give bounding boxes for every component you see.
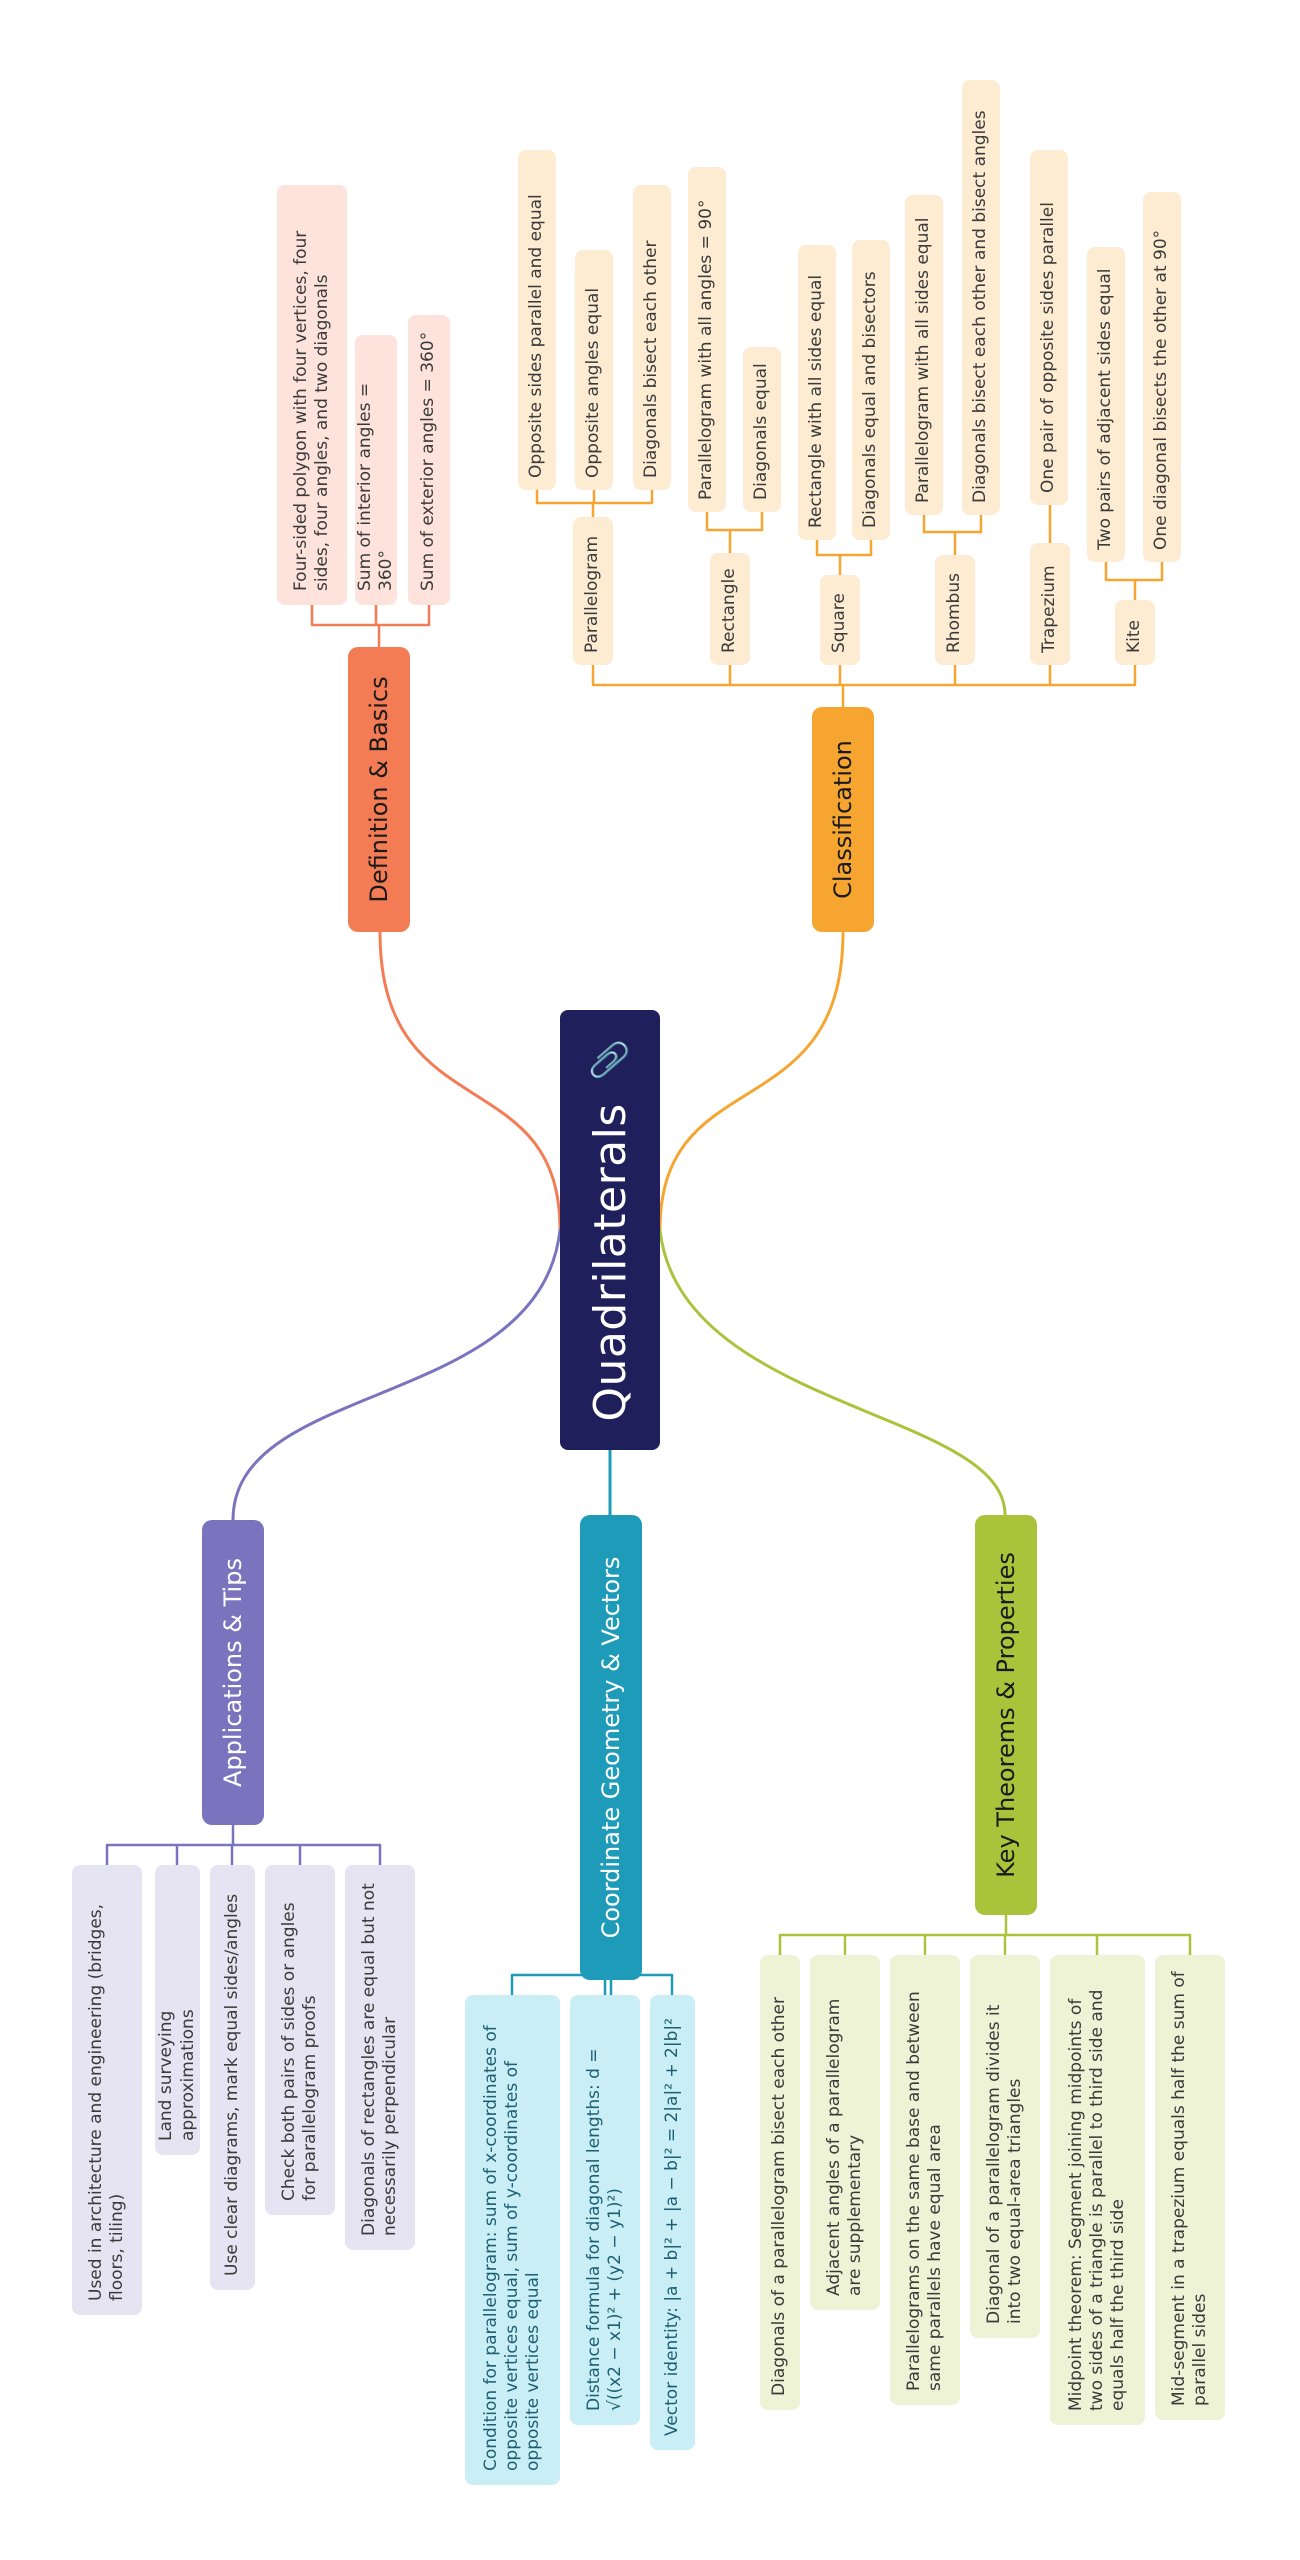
branch-applications[interactable]: Applications & Tips <box>202 1520 264 1825</box>
paperclip-icon: 📎 <box>590 1038 630 1082</box>
theorem-item[interactable]: Adjacent angles of a parallelogram are s… <box>810 1955 880 2310</box>
connector-theorems <box>658 1228 1007 1517</box>
connector-applications <box>231 1228 562 1522</box>
branch-definition[interactable]: Definition & Basics <box>348 647 410 932</box>
theorem-item[interactable]: Midpoint theorem: Segment joining midpoi… <box>1050 1955 1145 2425</box>
application-item[interactable]: Used in architecture and engineering (br… <box>72 1865 142 2315</box>
root-node[interactable]: Quadrilaterals 📎 <box>560 1010 660 1450</box>
tree-theorems <box>778 1913 1192 1957</box>
connector-classification <box>658 930 845 1232</box>
type-property[interactable]: Diagonals bisect each other <box>633 185 671 490</box>
type-square[interactable]: Square <box>820 575 860 665</box>
branch-coordinate-label: Coordinate Geometry & Vectors <box>597 1556 625 1939</box>
branch-classification-label: Classification <box>829 740 857 899</box>
type-kite[interactable]: Kite <box>1115 600 1155 665</box>
branch-theorems-label: Key Theorems & Properties <box>992 1552 1020 1878</box>
type-property[interactable]: Diagonals bisect each other and bisect a… <box>962 80 1000 515</box>
tree-classification <box>591 663 1137 709</box>
tree-rhombus <box>922 513 983 557</box>
tree-parallelogram <box>535 488 654 519</box>
type-property[interactable]: Diagonals equal and bisectors <box>852 240 890 540</box>
tree-applications <box>105 1823 382 1867</box>
type-property[interactable]: Opposite angles equal <box>575 250 613 490</box>
tree-rectangle <box>705 510 764 555</box>
theorem-item[interactable]: Diagonals of a parallelogram bisect each… <box>760 1955 800 2410</box>
root-title: Quadrilaterals <box>584 1103 636 1422</box>
connector-definition <box>378 930 562 1232</box>
branch-theorems[interactable]: Key Theorems & Properties <box>975 1515 1037 1915</box>
branch-applications-label: Applications & Tips <box>219 1558 247 1787</box>
definition-item[interactable]: Sum of interior angles = 360° <box>355 335 397 605</box>
branch-classification[interactable]: Classification <box>812 707 874 932</box>
branch-definition-label: Definition & Basics <box>365 676 393 903</box>
coordinate-item[interactable]: Distance formula for diagonal lengths: d… <box>570 1995 640 2425</box>
coordinate-item[interactable]: Condition for parallelogram: sum of x-co… <box>465 1995 560 2485</box>
theorem-item[interactable]: Mid-segment in a trapezium equals half t… <box>1155 1955 1225 2420</box>
coordinate-item[interactable]: Vector identity: |a + b|² + |a − b|² = 2… <box>650 1995 695 2450</box>
application-item[interactable]: Land surveying approximations <box>155 1865 200 2155</box>
application-item[interactable]: Diagonals of rectangles are equal but no… <box>345 1865 415 2250</box>
tree-kite <box>1104 560 1164 602</box>
application-item[interactable]: Check both pairs of sides or angles for … <box>265 1865 335 2215</box>
type-property[interactable]: One pair of opposite sides parallel <box>1030 150 1068 505</box>
type-parallelogram[interactable]: Parallelogram <box>573 517 613 665</box>
type-property[interactable]: Parallelogram with all angles = 90° <box>688 167 726 512</box>
type-property[interactable]: Opposite sides parallel and equal <box>518 150 556 490</box>
type-property[interactable]: Rectangle with all sides equal <box>798 245 836 540</box>
type-property[interactable]: Diagonals equal <box>743 347 781 512</box>
type-trapezium[interactable]: Trapezium <box>1030 543 1070 665</box>
type-rectangle[interactable]: Rectangle <box>710 553 750 665</box>
definition-item[interactable]: Four-sided polygon with four vertices, f… <box>277 185 347 605</box>
application-item[interactable]: Use clear diagrams, mark equal sides/ang… <box>210 1865 255 2290</box>
theorem-item[interactable]: Diagonal of a parallelogram divides it i… <box>970 1955 1040 2338</box>
tree-square <box>815 538 873 577</box>
theorem-item[interactable]: Parallelograms on the same base and betw… <box>890 1955 960 2405</box>
branch-coordinate[interactable]: Coordinate Geometry & Vectors <box>580 1515 642 1980</box>
type-property[interactable]: Two pairs of adjacent sides equal <box>1087 247 1125 562</box>
type-property[interactable]: Parallelogram with all sides equal <box>905 195 943 515</box>
definition-item[interactable]: Sum of exterior angles = 360° <box>408 315 450 605</box>
tree-definition <box>310 603 431 649</box>
type-property[interactable]: One diagonal bisects the other at 90° <box>1143 192 1181 562</box>
type-rhombus[interactable]: Rhombus <box>935 555 975 665</box>
